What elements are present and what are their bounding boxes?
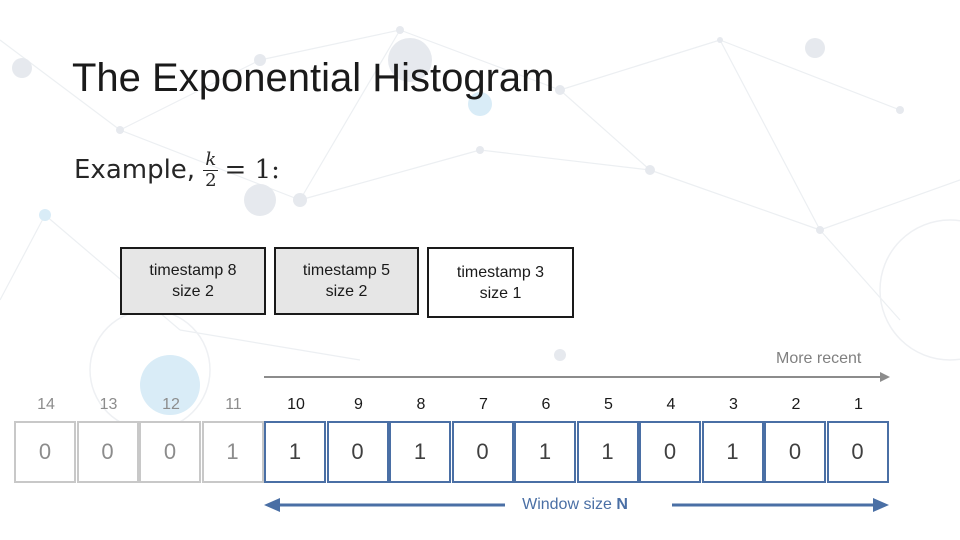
bit-cell: 0 — [451, 421, 514, 483]
bucket-timestamp: timestamp 3 — [456, 263, 545, 281]
bucket-timestamp: timestamp 5 — [302, 262, 391, 279]
timestamp-label: 11 — [225, 396, 242, 413]
fraction-denominator: 2 — [205, 169, 217, 191]
bit-cell: 1 — [389, 421, 451, 483]
timestamp-label: 2 — [791, 396, 801, 413]
bucket-timestamp-5: timestamp 5 size 2 — [274, 247, 419, 315]
window-arrow — [264, 498, 889, 512]
timestamp-label: 14 — [37, 396, 55, 413]
bit-cell: 0 — [76, 421, 139, 483]
timestamp-label: 9 — [354, 396, 363, 413]
timestamp-label: 6 — [541, 396, 551, 413]
more-recent-label: More recent — [776, 350, 862, 367]
fraction-numerator: k — [203, 148, 219, 171]
bit-cell: 1 — [264, 421, 326, 483]
bit-cell: 1 — [514, 421, 576, 483]
example-formula: Example, k 2 = 1: — [74, 144, 280, 196]
bit-cell: 0 — [139, 421, 201, 483]
timestamp-label: 8 — [416, 396, 426, 413]
bucket-timestamp-3: timestamp 3 size 1 — [427, 247, 574, 318]
bucket-size: size 2 — [172, 283, 214, 300]
window-size-label: Window size N — [508, 496, 642, 514]
bit-cell: 1 — [701, 421, 764, 483]
bucket-size: size 2 — [325, 283, 368, 300]
window-arrow-left-head — [264, 498, 280, 512]
bit-cell: 0 — [639, 421, 701, 483]
example-suffix: = 1: — [224, 155, 280, 185]
bucket-size: size 1 — [479, 284, 522, 302]
timestamp-label: 12 — [162, 396, 180, 413]
bit-cell: 0 — [826, 421, 889, 483]
bucket-timestamp: timestamp 8 — [149, 262, 237, 279]
window-size-variable: N — [616, 496, 628, 513]
bit-cell: 1 — [201, 421, 264, 483]
timestamp-label: 7 — [479, 396, 488, 413]
bit-cell: 1 — [576, 421, 639, 483]
bucket-timestamp-8: timestamp 8 size 2 — [120, 247, 266, 315]
timestamp-label: 4 — [666, 396, 676, 413]
window-size-prefix: Window size — [522, 496, 617, 513]
timestamp-label: 13 — [99, 396, 118, 413]
k-over-2-fraction: k 2 — [203, 148, 219, 191]
timestamp-label: 3 — [729, 396, 738, 413]
window-arrow-right-head — [873, 498, 889, 512]
slide-title: The Exponential Histogram — [72, 56, 555, 100]
timestamp-label: 5 — [604, 396, 613, 413]
bit-cell: 0 — [764, 421, 826, 483]
timestamp-label: 10 — [287, 396, 305, 413]
bit-cell: 0 — [14, 421, 76, 483]
example-prefix: Example, — [74, 155, 196, 185]
timestamp-label: 1 — [854, 396, 863, 413]
bit-cell: 0 — [326, 421, 389, 483]
